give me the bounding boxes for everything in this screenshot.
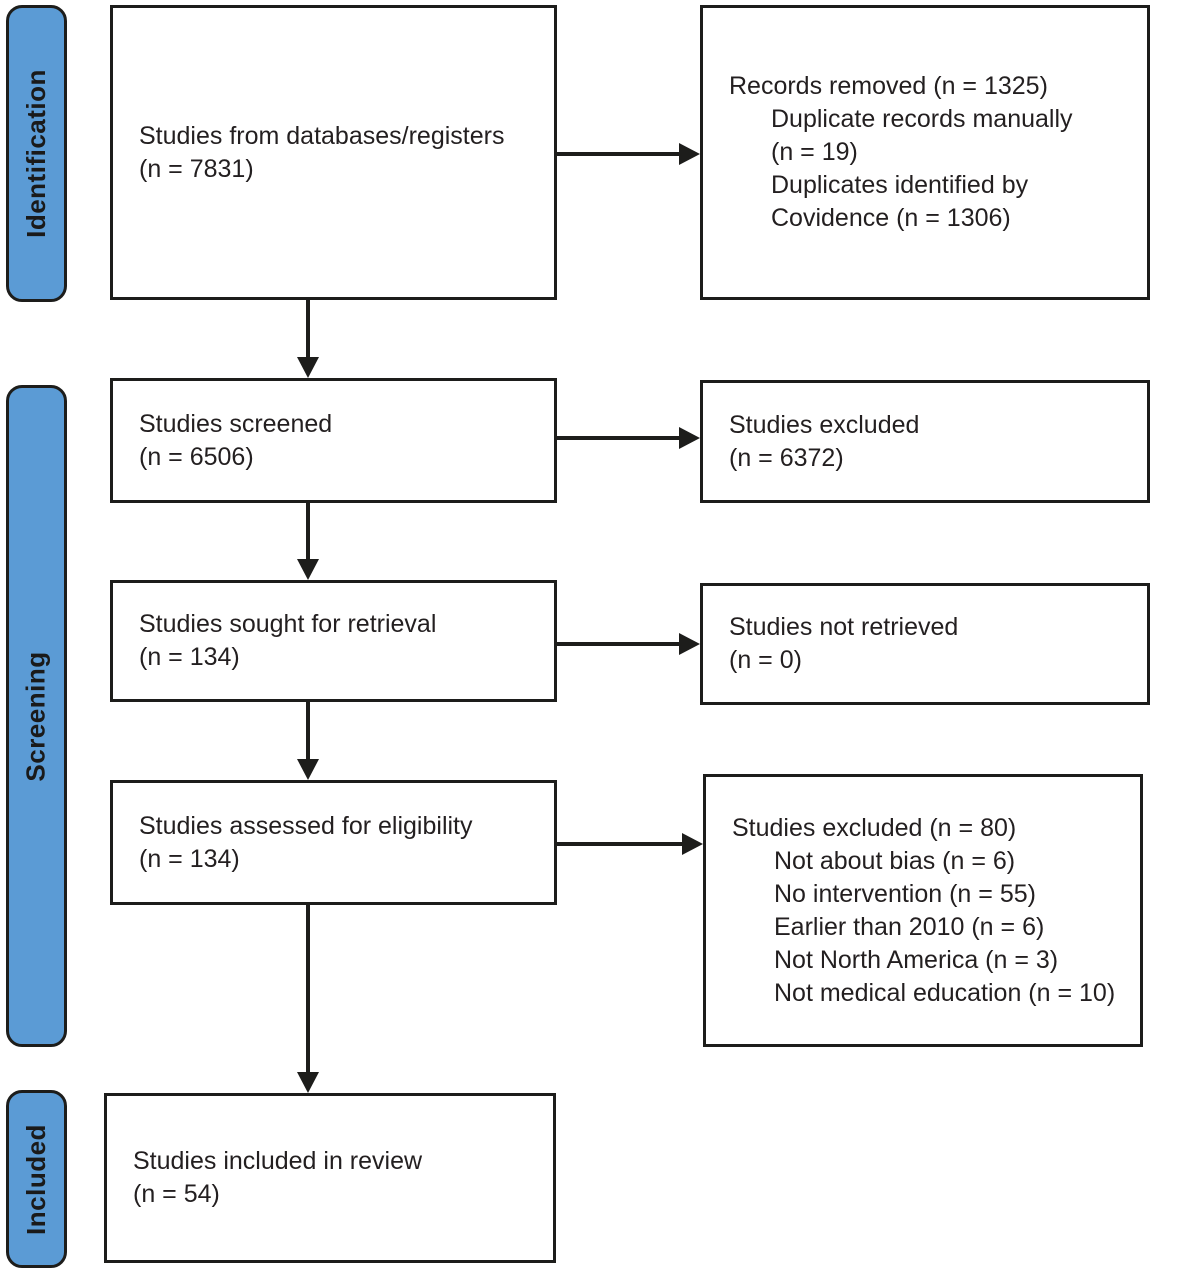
arrow-line xyxy=(306,905,310,1075)
stage-bar-screening: Screening xyxy=(6,385,67,1047)
box-text-line: Studies from databases/registers xyxy=(139,121,505,150)
box-text-line: Records removed (n = 1325) xyxy=(729,72,1048,100)
box-text-line: (n = 134) xyxy=(139,844,240,873)
arrow-line xyxy=(306,702,310,760)
box-text-line: (n = 54) xyxy=(133,1180,220,1208)
box-studies-excluded: Studies excluded (n = 6372) xyxy=(700,380,1150,503)
arrow-head-icon xyxy=(297,559,319,580)
box-text-line: (n = 6506) xyxy=(139,442,254,471)
arrow-head-icon xyxy=(297,759,319,780)
box-records-removed: Records removed (n = 1325) Duplicate rec… xyxy=(700,5,1150,300)
box-text-line: Not medical education (n = 10) xyxy=(774,978,1116,1007)
stage-bar-identification: Identification xyxy=(6,5,67,302)
box-text-line: Studies included in review xyxy=(133,1147,423,1175)
box-text-line: (n = 6372) xyxy=(729,443,844,472)
box-text-line: Covidence (n = 1306) xyxy=(771,204,1011,232)
arrow-line xyxy=(557,642,680,646)
arrow-line xyxy=(306,300,310,360)
box-text-line: Studies not retrieved xyxy=(729,613,959,641)
box-text-line: (n = 19) xyxy=(771,138,858,166)
box-text-line: (n = 7831) xyxy=(139,154,254,183)
arrow-head-icon xyxy=(679,427,700,449)
arrow-line xyxy=(306,503,310,561)
arrow-head-icon xyxy=(297,1072,319,1093)
stage-label-included: Included xyxy=(21,1123,51,1235)
box-studies-from-databases: Studies from databases/registers (n = 78… xyxy=(110,5,557,300)
box-studies-included: Studies included in review (n = 54) xyxy=(104,1093,556,1263)
stage-label-screening: Screening xyxy=(21,650,51,782)
arrow-head-icon xyxy=(679,143,700,165)
box-studies-assessed: Studies assessed for eligibility (n = 13… xyxy=(110,780,557,905)
box-text-line: Not North America (n = 3) xyxy=(774,945,1059,974)
box-text-line: Studies excluded xyxy=(729,410,920,439)
box-text-line: Duplicate records manually xyxy=(771,105,1073,133)
box-studies-screened: Studies screened (n = 6506) xyxy=(110,378,557,503)
box-text-line: No intervention (n = 55) xyxy=(774,879,1036,908)
box-text-line: Studies assessed for eligibility xyxy=(139,811,473,840)
box-text-line: (n = 134) xyxy=(139,643,240,671)
box-text-line: Studies screened xyxy=(139,409,333,438)
arrow-line xyxy=(557,842,683,846)
arrow-line xyxy=(557,436,680,440)
box-text-line: Earlier than 2010 (n = 6) xyxy=(774,912,1045,941)
box-text-line: Studies excluded (n = 80) xyxy=(732,813,1017,842)
stage-bar-included: Included xyxy=(6,1090,67,1268)
arrow-head-icon xyxy=(679,633,700,655)
box-text-line: Not about bias (n = 6) xyxy=(774,846,1016,875)
box-text-line: Duplicates identified by xyxy=(771,171,1029,199)
box-studies-excluded-eligibility: Studies excluded (n = 80) Not about bias… xyxy=(703,774,1143,1047)
box-text-line: (n = 0) xyxy=(729,646,802,674)
box-text-line: Studies sought for retrieval xyxy=(139,610,437,638)
stage-label-identification: Identification xyxy=(21,69,51,238)
arrow-line xyxy=(557,152,680,156)
arrow-head-icon xyxy=(297,357,319,378)
box-studies-not-retrieved: Studies not retrieved (n = 0) xyxy=(700,583,1150,705)
arrow-head-icon xyxy=(682,833,703,855)
box-studies-sought: Studies sought for retrieval (n = 134) xyxy=(110,580,557,702)
